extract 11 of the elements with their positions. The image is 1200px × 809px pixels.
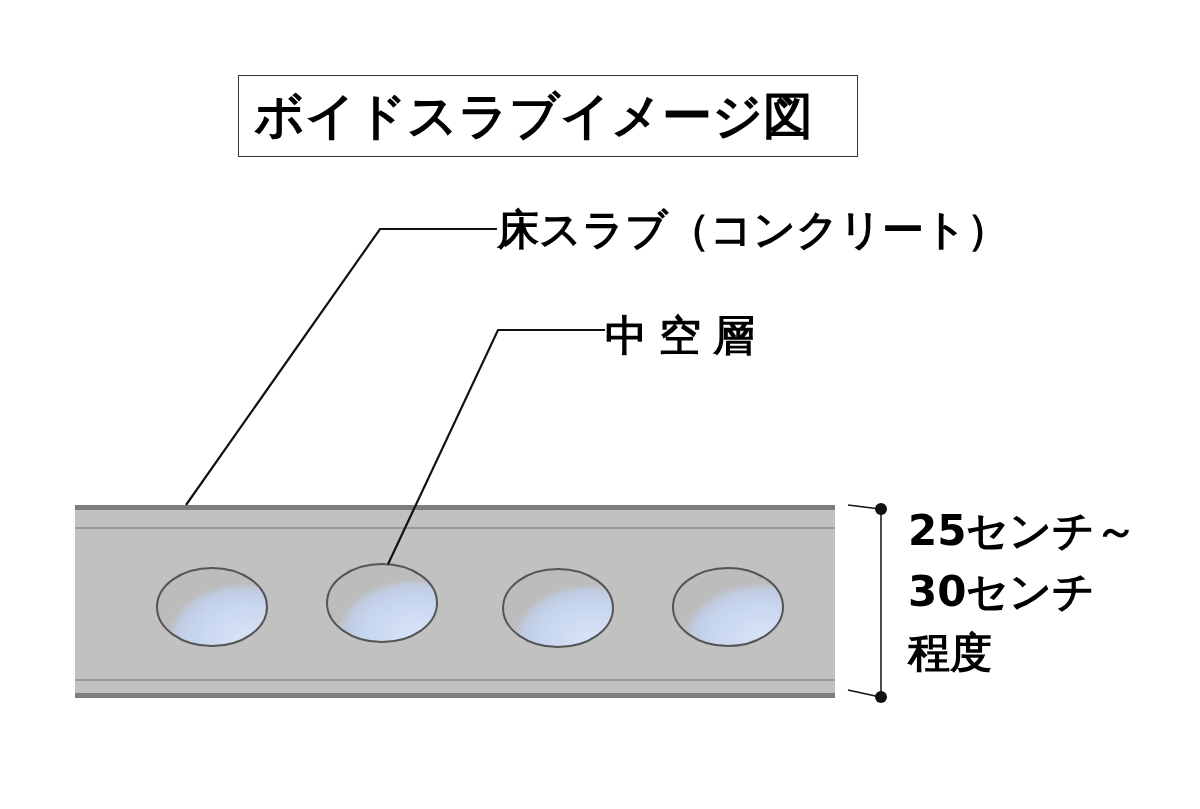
hollow-void — [502, 568, 614, 648]
leader-line — [185, 227, 497, 506]
leader-line — [387, 328, 605, 565]
concrete-slab — [75, 505, 835, 698]
dimension-label: 25センチ～30センチ程度 — [908, 505, 1138, 679]
hollow-void — [672, 567, 784, 647]
callout-label: 中空層 — [605, 312, 767, 361]
callout-label: 床スラブ（コンクリート） — [497, 206, 1009, 255]
hollow-void — [156, 567, 268, 647]
hollow-void — [326, 563, 438, 643]
diagram-title: ボイドスラブイメージ図 — [238, 75, 858, 157]
